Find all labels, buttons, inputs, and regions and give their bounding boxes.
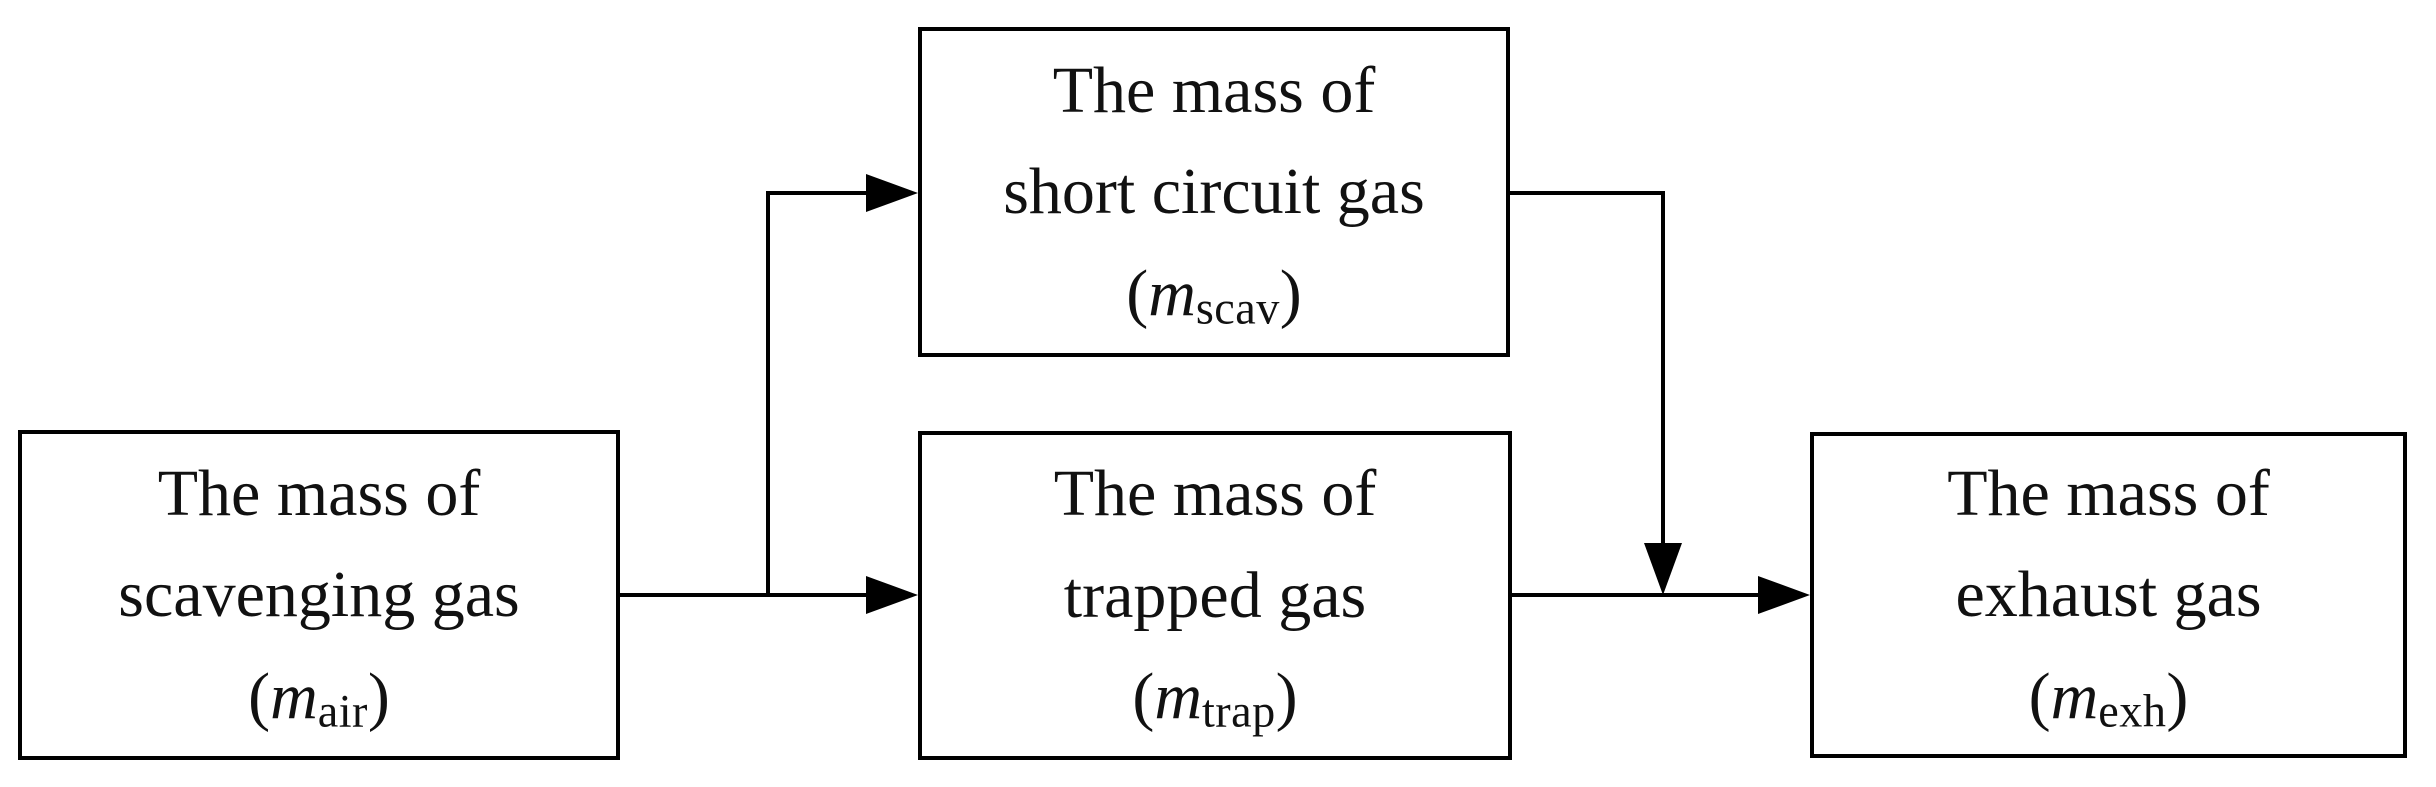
formula-open-paren: ( xyxy=(1132,660,1155,734)
node-text-line1: The mass of xyxy=(1052,53,1376,127)
arrowhead-down-join xyxy=(1644,543,1682,595)
arrowhead-into-trapped xyxy=(866,576,918,614)
node-text-line2: short circuit gas xyxy=(1003,155,1425,229)
formula-subscript: trap xyxy=(1202,685,1276,737)
node-text-line2: scavenging gas xyxy=(118,558,520,632)
node-text-line2: trapped gas xyxy=(1063,558,1367,632)
formula-close-paren: ) xyxy=(367,659,390,733)
formula-open-paren: ( xyxy=(2028,659,2051,733)
node-text-line1: The mass of xyxy=(157,456,481,530)
node-scavenging-gas: The mass of scavenging gas (mair) xyxy=(18,430,620,760)
formula-subscript: exh xyxy=(2098,685,2167,737)
node-text-line1: The mass of xyxy=(1947,456,2270,530)
formula-open-paren: ( xyxy=(248,659,271,733)
arrowhead-into-exhaust xyxy=(1758,576,1810,614)
node-text-line2: exhaust gas xyxy=(1955,558,2262,632)
node-formula: (mscav) xyxy=(1126,243,1302,345)
formula-variable: m xyxy=(1154,660,1202,734)
node-exhaust-gas: The mass of exhaust gas (mexh) xyxy=(1810,432,2407,758)
node-formula: (mair) xyxy=(248,646,390,748)
formula-open-paren: ( xyxy=(1126,256,1149,330)
edge-scavenging-to-short-circuit xyxy=(766,191,880,595)
formula-close-paren: ) xyxy=(1279,256,1302,330)
node-text-line1: The mass of xyxy=(1053,457,1377,531)
formula-variable: m xyxy=(270,659,318,733)
edge-short-circuit-to-exhaust-line xyxy=(1510,191,1665,552)
node-formula: (mexh) xyxy=(2029,646,2189,748)
formula-variable: m xyxy=(1148,256,1196,330)
node-short-circuit-gas: The mass of short circuit gas (mscav) xyxy=(918,27,1510,357)
arrowhead-into-short-circuit xyxy=(866,174,918,212)
formula-variable: m xyxy=(2050,659,2099,733)
formula-close-paren: ) xyxy=(1275,660,1298,734)
formula-close-paren: ) xyxy=(2166,659,2189,733)
node-trapped-gas: The mass of trapped gas (mtrap) xyxy=(918,431,1512,760)
node-formula: (mtrap) xyxy=(1132,646,1297,748)
formula-subscript: air xyxy=(317,685,368,737)
formula-subscript: scav xyxy=(1195,282,1280,334)
